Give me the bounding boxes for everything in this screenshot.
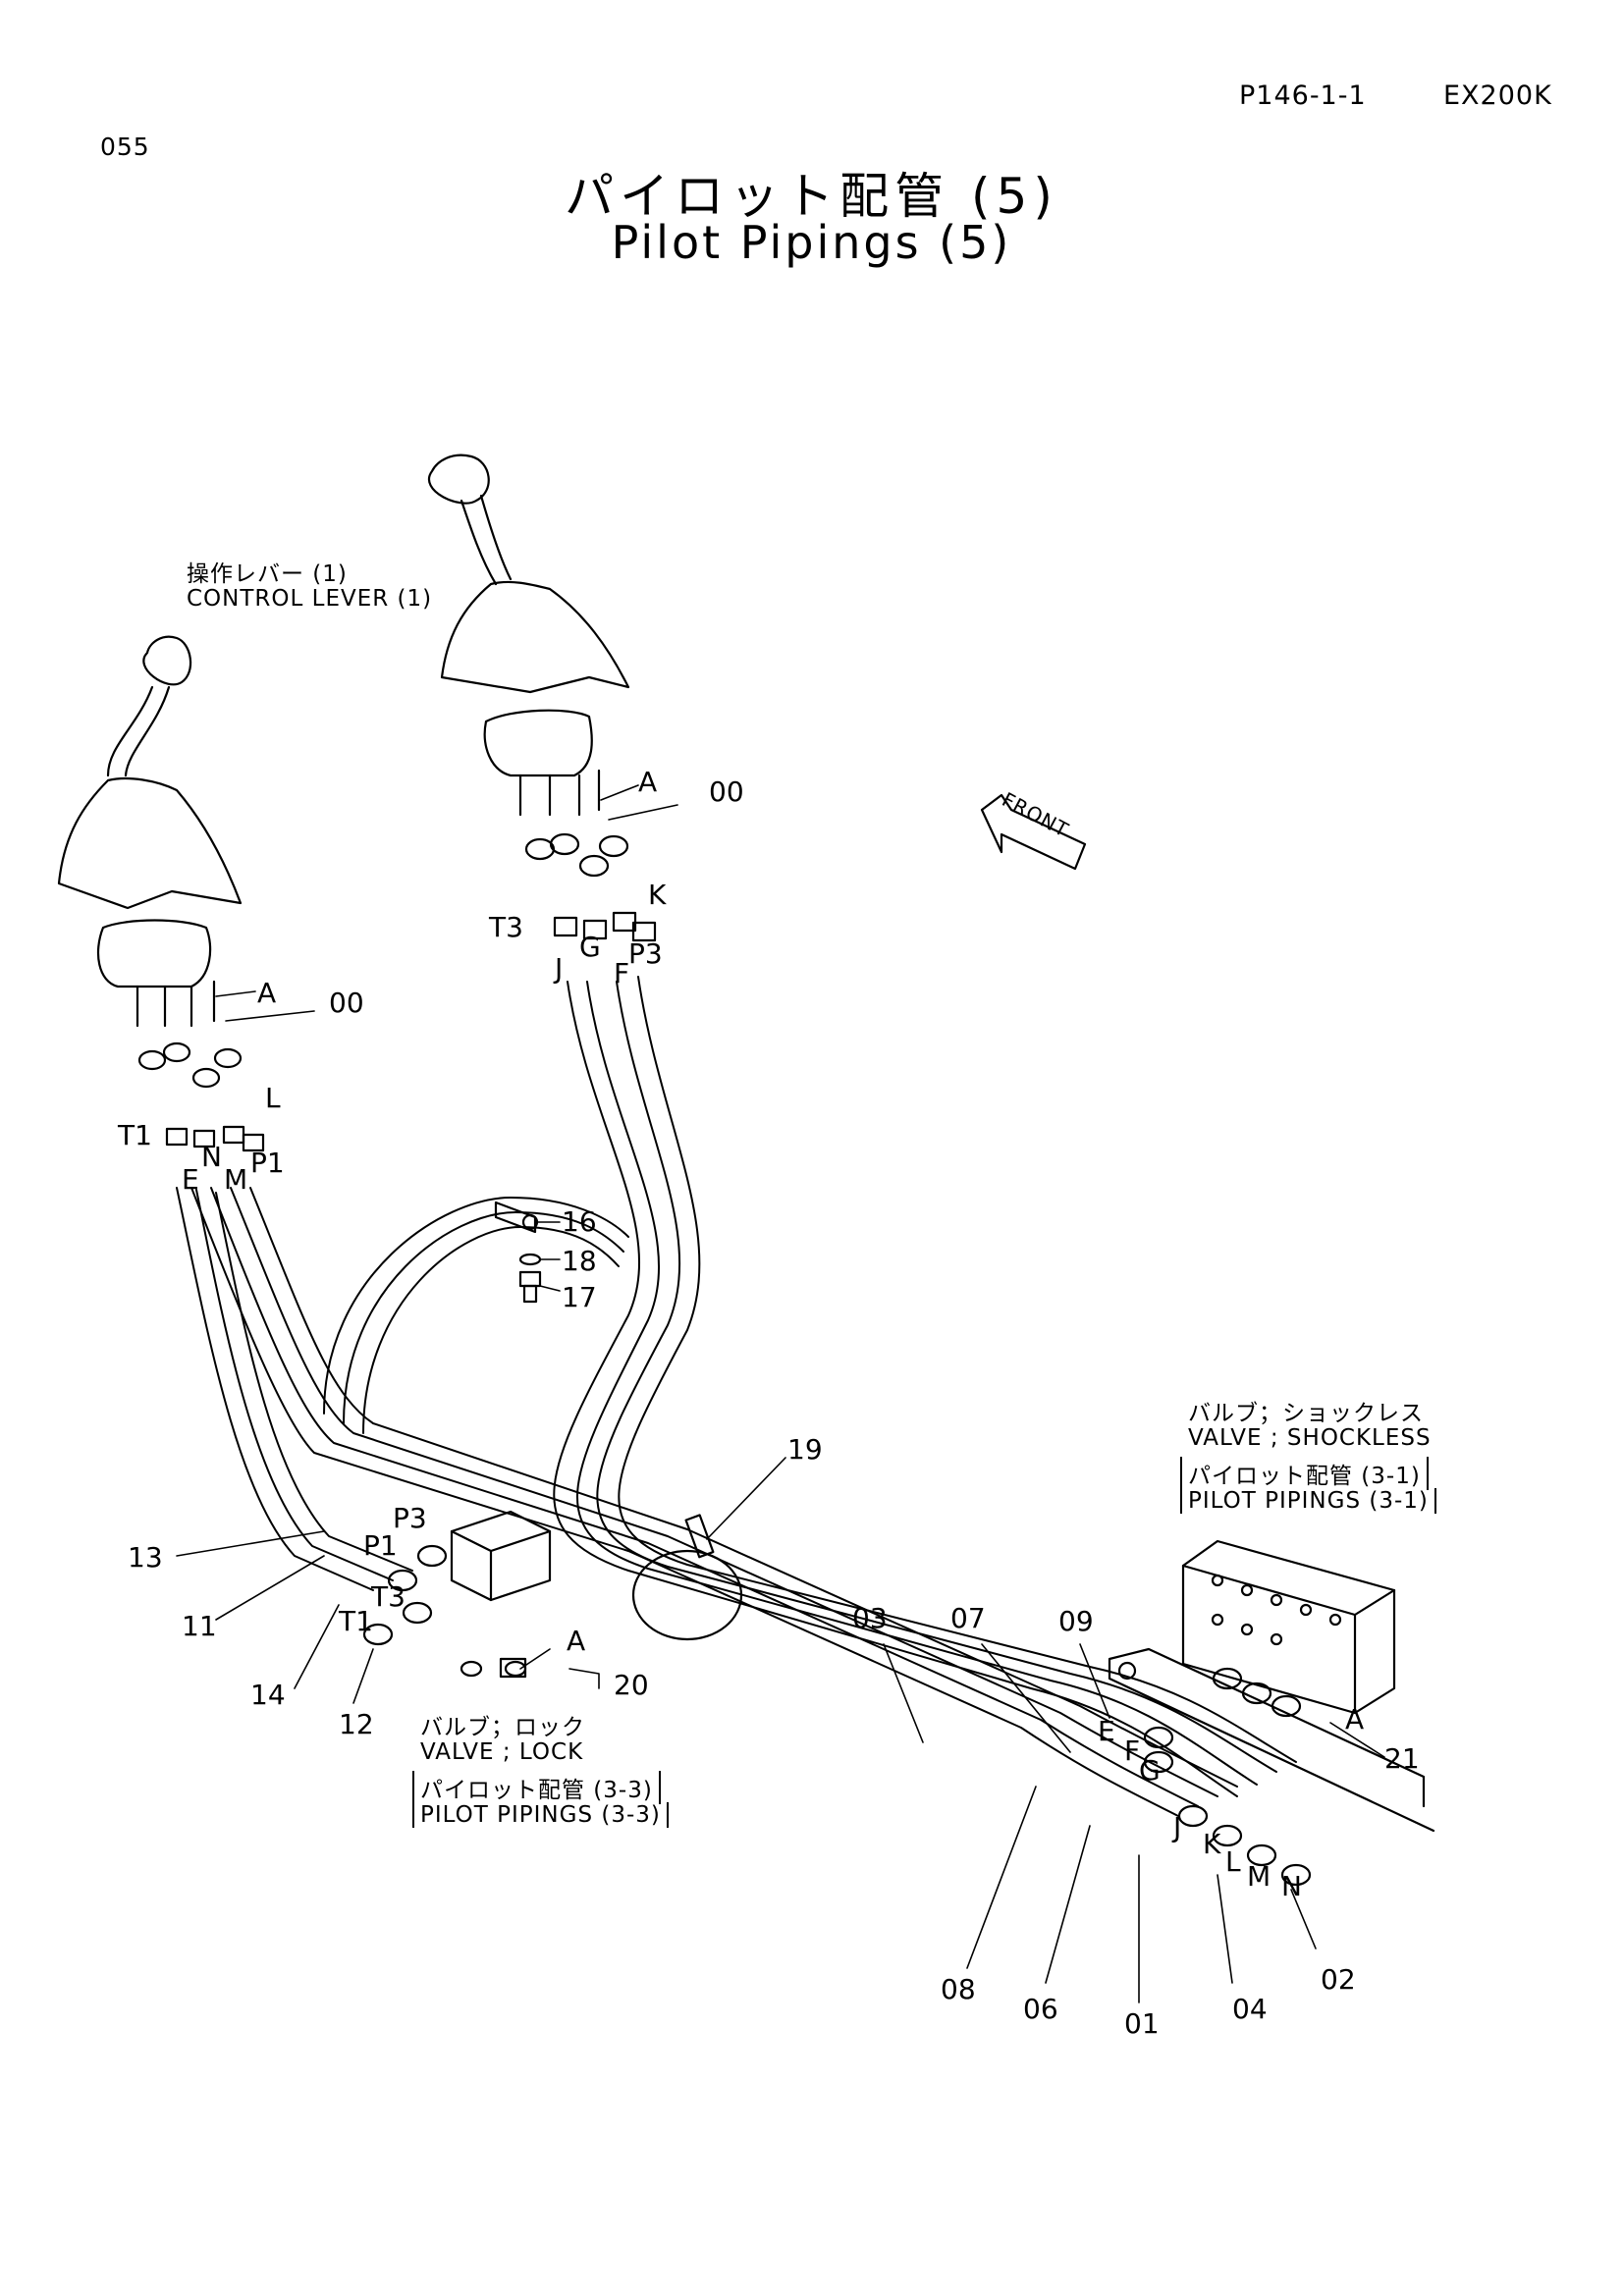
part-label-11: 11 [182,1610,217,1642]
port-label-t3: T3 [371,1580,406,1613]
port-label-f: F [1124,1735,1141,1767]
lock-valve-label-jp: バルブ；ロック [420,1715,585,1740]
port-label-p3: P3 [628,937,663,970]
lock-ref-en: PILOT PIPINGS (3-3) [412,1802,669,1828]
port-label-a: A [567,1625,586,1657]
title-english: Pilot Pipings (5) [611,216,1012,269]
part-label-19: 19 [787,1433,823,1466]
part-label-16: 16 [562,1205,597,1238]
port-label-g: G [579,931,601,963]
part-label-08: 08 [941,1973,976,2005]
port-label-n: N [1281,1870,1302,1902]
port-label-m: M [1247,1860,1271,1893]
shockless-ref-en: PILOT PIPINGS (3-1) [1180,1488,1436,1514]
shockless-valve [1108,1539,1435,1887]
lock-valve [362,1510,552,1679]
right-control-lever [428,454,630,817]
loop-hoses [323,1197,629,1434]
model-code: EX200K [1443,80,1552,111]
port-label-t3: T3 [489,911,523,943]
port-label-p1: P1 [250,1147,285,1179]
port-label-g: G [1139,1754,1161,1787]
part-label-07: 07 [950,1602,986,1634]
front-arrow-icon [980,793,1087,871]
port-label-a: A [638,766,658,798]
port-label-k: K [1203,1828,1221,1860]
left-lever-hoses [176,1187,1238,1817]
part-label-00: 00 [709,775,744,808]
port-label-e: E [1098,1715,1115,1747]
title-japanese: パイロット配管 (5) [565,168,1058,225]
port-label-p1: P1 [363,1529,398,1562]
port-label-a: A [257,977,277,1009]
page-ref: P146-1-1 [1239,80,1367,111]
port-label-n: N [201,1141,222,1173]
part-label-21: 21 [1384,1742,1420,1775]
port-label-j: J [1173,1811,1182,1843]
port-label-k: K [648,879,667,911]
port-label-a: A [1345,1703,1365,1735]
shockless-valve-label-en: VALVE ; SHOCKLESS [1188,1425,1432,1451]
part-label-06: 06 [1023,1993,1058,2025]
part-label-04: 04 [1232,1993,1268,2025]
part-label-20: 20 [614,1669,649,1701]
part-label-14: 14 [250,1679,286,1711]
port-label-l: L [265,1082,281,1114]
right-lever-hoses [553,976,1297,1797]
left-control-lever [57,635,243,1028]
part-label-02: 02 [1321,1963,1356,1996]
shockless-ref-jp: パイロット配管 (3-1) [1180,1457,1429,1490]
port-label-e: E [182,1163,199,1196]
leader-lines [176,784,1385,2003]
cable-tie [631,1514,743,1641]
part-label-18: 18 [562,1245,597,1277]
port-label-t1: T1 [118,1119,152,1151]
part-label-00: 00 [329,987,364,1019]
port-label-l: L [1225,1845,1241,1878]
clamp-assembly [494,1201,542,1304]
part-label-03: 03 [852,1602,888,1634]
part-label-01: 01 [1124,2007,1160,2040]
part-label-17: 17 [562,1281,597,1313]
shockless-valve-label-jp: バルブ；ショックレス [1188,1401,1424,1426]
lock-valve-label-en: VALVE ; LOCK [420,1739,584,1765]
page-number: 055 [100,133,150,161]
control-lever-label-en: CONTROL LEVER (1) [187,586,433,612]
port-label-p3: P3 [393,1502,427,1534]
left-lever-fittings [137,1041,265,1152]
control-lever-label-jp: 操作レバー (1) [187,561,348,587]
port-label-m: M [224,1163,248,1196]
part-label-13: 13 [128,1541,163,1574]
port-label-t1: T1 [339,1605,373,1637]
lock-ref-jp: パイロット配管 (3-3) [412,1771,661,1804]
right-lever-fittings [524,832,657,942]
part-label-12: 12 [339,1708,374,1740]
part-label-09: 09 [1058,1605,1094,1637]
port-label-j: J [555,952,564,985]
port-label-f: F [614,957,630,989]
